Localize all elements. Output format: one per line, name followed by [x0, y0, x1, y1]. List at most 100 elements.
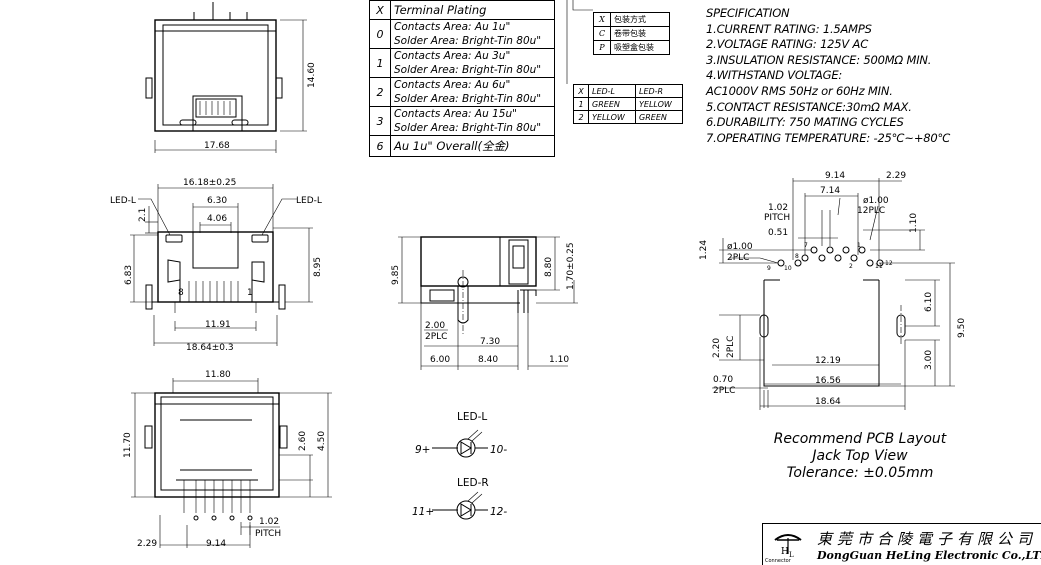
pack-code: C — [593, 26, 611, 41]
pack-label: 包装方式 — [610, 12, 670, 27]
spec-line: 6.DURABILITY: 750 MATING CYCLES — [706, 115, 904, 130]
led-r-label: LED-R — [457, 477, 489, 489]
plating-line: Contacts Area: Au 3u" — [394, 50, 511, 62]
dim-16-18: 16.18±0.25 — [183, 178, 236, 188]
pcb-dim-2-29: 2.29 — [886, 171, 906, 181]
leader-pack — [572, 0, 593, 11]
pcb-pin-8: 8 — [795, 253, 799, 260]
led-right: YELLOW — [635, 97, 683, 111]
pcb-label-pitch: PITCH — [764, 213, 790, 223]
spec-line: 7.OPERATING TEMPERATURE: -25℃~+80℃ — [706, 130, 951, 145]
led-header-row: X LED-L LED-R — [573, 84, 683, 98]
plating-line: Solder Area: Bright-Tin 80u" — [394, 35, 542, 47]
led-r-minus: 12- — [490, 506, 507, 518]
company-name-cn: 東莞市合陵電子有限公司 — [817, 530, 1038, 548]
pcb-dim-0-51: 0.51 — [768, 228, 788, 238]
plating-line: Solder Area: Bright-Tin 80u" — [394, 93, 542, 105]
svg-text:L: L — [789, 551, 794, 559]
plating-line: Contacts Area: Au 1u" — [394, 21, 511, 33]
plating-header-code: X — [369, 0, 391, 20]
dim-11-70: 11.70 — [123, 432, 133, 458]
led-symbol-left — [432, 429, 488, 458]
dim-2-00: 2.00 — [425, 321, 445, 331]
pcb-caption-line: Tolerance: ±0.05mm — [786, 465, 934, 481]
pcb-pin-11: 11 — [875, 263, 883, 270]
pcb-dim-2-20: 2.20 — [712, 338, 722, 358]
dim-4-06: 4.06 — [207, 214, 227, 224]
led-symbol-right — [432, 491, 488, 520]
svg-text:H: H — [781, 547, 789, 557]
led-header-left: LED-L — [588, 84, 636, 98]
pcb-dim-1-10: 1.10 — [909, 213, 919, 233]
plating-row: 0 Contacts Area: Au 1u" Solder Area: Brig… — [369, 19, 555, 49]
pcb-dim-9-50: 9.50 — [957, 318, 967, 338]
pcb-dim-9-14: 9.14 — [825, 171, 845, 181]
pack-code: X — [593, 12, 611, 27]
dim-18-64: 18.64±0.3 — [186, 343, 234, 353]
plating-line: Contacts Area: Au 6u" — [394, 79, 511, 91]
led-l-minus: 10- — [490, 444, 507, 456]
plating-line: Au 1u" Overall(全金) — [394, 139, 510, 153]
led-right: GREEN — [635, 110, 683, 124]
spec-line: 1.CURRENT RATING: 1.5AMPS — [706, 21, 872, 36]
bottom-view — [131, 378, 332, 548]
pcb-caption: Recommend PCB Layout Jack Top View Toler… — [740, 431, 980, 482]
led-code: 1 — [573, 97, 589, 111]
pcb-layout — [712, 178, 955, 410]
pcb-label-12plc: 12PLC — [857, 206, 885, 216]
pcb-dim-d1-00-2: ø1.00 — [727, 242, 753, 252]
led-left: YELLOW — [588, 110, 636, 124]
plating-line: Contacts Area: Au 15u" — [394, 108, 517, 120]
pcb-dim-6-10: 6.10 — [924, 292, 934, 312]
plating-code: 6 — [369, 135, 391, 157]
plating-desc: Contacts Area: Au 15u" Solder Area: Brigh… — [390, 106, 555, 136]
plating-header-label: Terminal Plating — [390, 0, 555, 20]
dim-1-10-side: 1.10 — [549, 355, 569, 365]
dim-8-80: 8.80 — [544, 257, 554, 277]
pcb-label-2plc-a: 2PLC — [727, 253, 749, 263]
dim-2-29-bottom: 2.29 — [137, 539, 157, 549]
pcb-label-2plc-c: 2PLC — [713, 386, 735, 396]
dim-6-30: 6.30 — [207, 196, 227, 206]
dim-1-70: 1.70±0.25 — [566, 242, 576, 290]
plating-header-row: X Terminal Plating — [369, 0, 555, 20]
dim-9-14-bottom: 9.14 — [206, 539, 226, 549]
plating-line: Solder Area: Bright-Tin 80u" — [394, 64, 542, 76]
led-l-plus: 9+ — [415, 444, 430, 456]
specification-block: SPECIFICATION 1.CURRENT RATING: 1.5AMPS … — [706, 6, 950, 146]
plating-row: 1 Contacts Area: Au 3u" Solder Area: Brig… — [369, 48, 555, 78]
pcb-caption-line: Recommend PCB Layout — [773, 431, 947, 447]
dim-6-00: 6.00 — [430, 355, 450, 365]
plating-desc: Contacts Area: Au 6u" Solder Area: Bright… — [390, 77, 555, 107]
dim-14-60: 14.60 — [307, 62, 317, 88]
pack-code: P — [593, 40, 611, 55]
pcb-dim-1-24: 1.24 — [699, 240, 709, 260]
dim-4-50: 4.50 — [317, 431, 327, 451]
dim-9-85: 9.85 — [391, 265, 401, 285]
dim-2-1: 2.1 — [138, 208, 148, 222]
pcb-dim-16-56: 16.56 — [815, 376, 841, 386]
spec-line: 3.INSULATION RESISTANCE: 500MΩ MIN. — [706, 52, 932, 67]
plating-code: 1 — [369, 48, 391, 78]
dim-17-68: 17.68 — [204, 141, 230, 151]
dim-8-95: 8.95 — [313, 257, 323, 277]
dim-2-60: 2.60 — [298, 431, 308, 451]
company-logo-icon: H L — [774, 534, 802, 559]
dim-11-91: 11.91 — [205, 320, 231, 330]
dim-1-02-bottom: 1.02 — [259, 517, 279, 527]
spec-title: SPECIFICATION — [706, 6, 790, 20]
led-l-label: LED-L — [457, 411, 487, 423]
plating-desc: Contacts Area: Au 1u" Solder Area: Bright… — [390, 19, 555, 49]
plating-line: Solder Area: Bright-Tin 80u" — [394, 122, 542, 134]
led-row: 1 GREEN YELLOW — [573, 97, 683, 111]
pcb-dim-0-70: 0.70 — [713, 375, 733, 385]
label-led-l-left: LED-L — [110, 196, 136, 206]
pcb-pin-7: 7 — [804, 242, 808, 249]
plating-code: 0 — [369, 19, 391, 49]
